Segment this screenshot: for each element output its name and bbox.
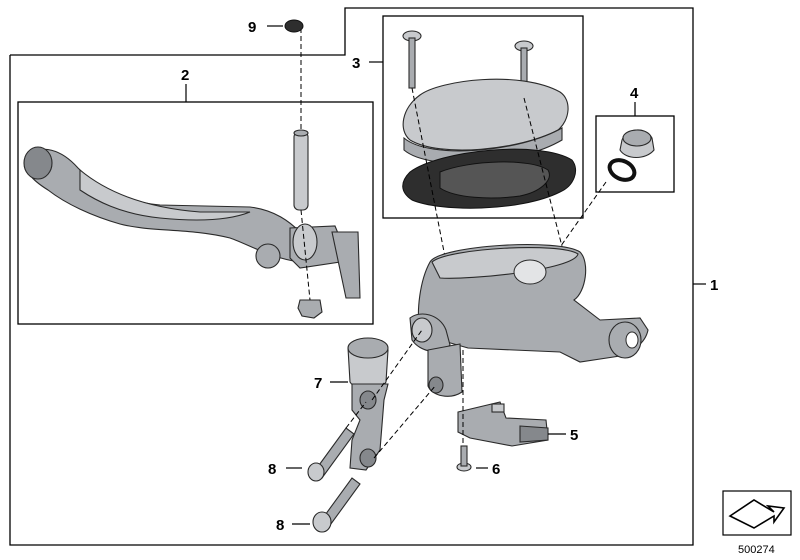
cap-plug [284,19,304,33]
handlebar-clamp [347,337,389,471]
reservoir-gasket [402,148,576,209]
o-ring [607,158,637,182]
callout-3: 3 [352,55,360,72]
callout-6: 6 [492,461,500,478]
document-number: 500274 [738,544,775,556]
callout-5: 5 [570,427,578,444]
seal-plug [619,129,655,159]
callout-4: 4 [630,85,639,102]
lever-pivot-pin [293,129,309,211]
callout-7: 7 [314,375,322,392]
callout-2: 2 [181,67,189,84]
brake-lever [23,146,361,299]
clamp-screw-upper [307,427,355,482]
callout-9: 9 [248,19,256,36]
callout-1: 1 [710,277,718,294]
master-cylinder-body [409,243,649,397]
switch-screw [456,445,472,472]
lever-nut [297,299,323,319]
direction-arrow-icon [722,490,792,536]
assembly-frame [9,7,694,546]
lever-frame [17,101,374,325]
cover-frame [382,15,584,219]
clamp-screw-lower [312,477,361,533]
callout-8a: 8 [268,461,276,478]
callout-8b: 8 [276,517,284,534]
cover-screw-left [402,30,422,89]
brake-light-switch [457,401,549,447]
